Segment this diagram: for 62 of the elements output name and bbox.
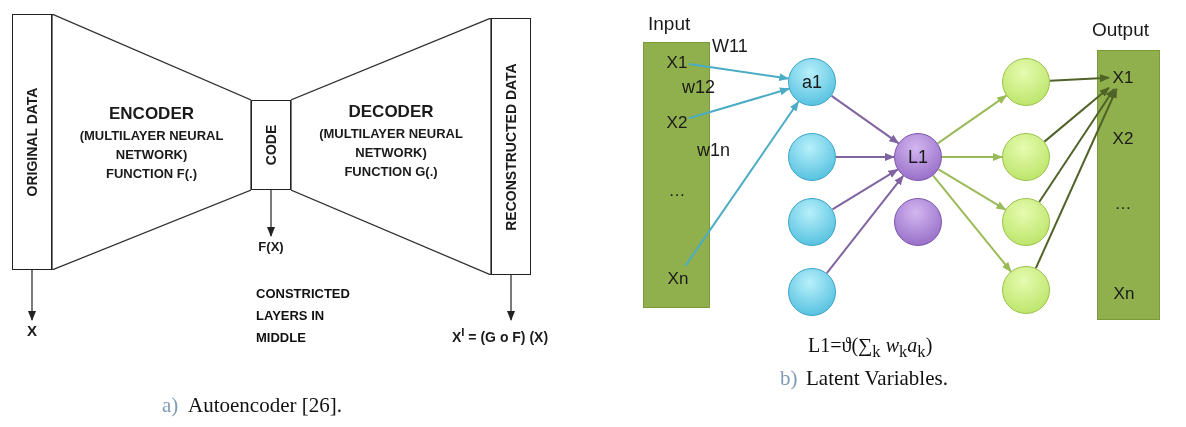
- latent-neuron-circle: [894, 133, 942, 181]
- ellipsis-label: …: [1113, 192, 1133, 216]
- arrow: [825, 174, 905, 275]
- bar-heading: Input: [648, 13, 691, 35]
- arrow: [28, 269, 36, 321]
- neuron-circle: [1002, 198, 1050, 246]
- arrow: [932, 174, 1012, 273]
- arrow: [267, 189, 275, 237]
- arrow: [1038, 88, 1116, 203]
- section-heading: ENCODER: [108, 103, 195, 125]
- caption-marker: a): [162, 393, 179, 418]
- arrow: [941, 153, 1003, 161]
- data-box: [491, 18, 531, 275]
- reconstruction-formula: X$^{I}$ = (G o F) (X): [430, 320, 570, 344]
- section-text: (MULTILAYER NEURAL NETWORK): [318, 125, 464, 162]
- arrow: [937, 168, 1007, 211]
- neuron-label: a1: [802, 71, 822, 93]
- caption-text: Latent Variables.: [806, 366, 948, 391]
- section-text: FUNCTION G(.): [343, 163, 439, 181]
- neuron-label: L1: [908, 146, 928, 168]
- ellipsis-label: …: [667, 179, 687, 203]
- arrow: [1043, 86, 1110, 143]
- vertical-label: CODE: [263, 124, 279, 166]
- data-box: [12, 14, 52, 270]
- section-heading: DECODER: [347, 101, 435, 123]
- arrow: [1034, 88, 1118, 270]
- bar-heading: Output: [1092, 19, 1150, 41]
- neuron-circle: [1002, 133, 1050, 181]
- neuron-circle: [1002, 266, 1050, 314]
- section-text: FUNCTION F(.): [105, 165, 198, 183]
- arrow: [688, 87, 790, 120]
- output-label: X: [22, 320, 42, 342]
- note-text: CONSTRICTED LAYERS IN MIDDLE: [256, 285, 351, 347]
- variable-label: Xn: [1109, 282, 1139, 306]
- arrow: [936, 94, 1008, 145]
- code-output-label: F(X): [252, 236, 290, 258]
- vertical-label: ORIGINAL DATA: [24, 87, 40, 197]
- arrow: [1048, 74, 1110, 83]
- variable-label: Xn: [663, 267, 693, 291]
- variable-label: X2: [664, 111, 690, 135]
- arrow: [830, 94, 900, 145]
- caption-marker: b): [780, 366, 798, 391]
- arrow: [507, 274, 515, 321]
- arrow: [684, 100, 800, 267]
- variable-label: X2: [1110, 127, 1136, 151]
- vertical-label: RECONSTRUCTED DATA: [503, 62, 519, 231]
- neuron-circle: [788, 58, 836, 106]
- neuron-circle: [788, 198, 836, 246]
- latent-neuron-circle: [894, 198, 942, 246]
- neuron-circle: [788, 268, 836, 316]
- section-text: (MULTILAYER NEURAL NETWORK): [78, 127, 225, 164]
- arrow: [835, 153, 895, 161]
- arrow: [688, 62, 790, 82]
- neuron-circle: [788, 133, 836, 181]
- arrow: [831, 168, 899, 211]
- formula-text: L1=ϑ(∑$_{k}$ w$_{k}$a$_{k}$): [808, 334, 933, 362]
- variable-label: X1: [664, 51, 690, 75]
- variable-label: X1: [1110, 66, 1136, 90]
- caption-text: Autoencoder [26].: [188, 393, 342, 418]
- code-box: [251, 100, 291, 190]
- neuron-circle: [1002, 58, 1050, 106]
- edge-label: W11: [712, 36, 748, 57]
